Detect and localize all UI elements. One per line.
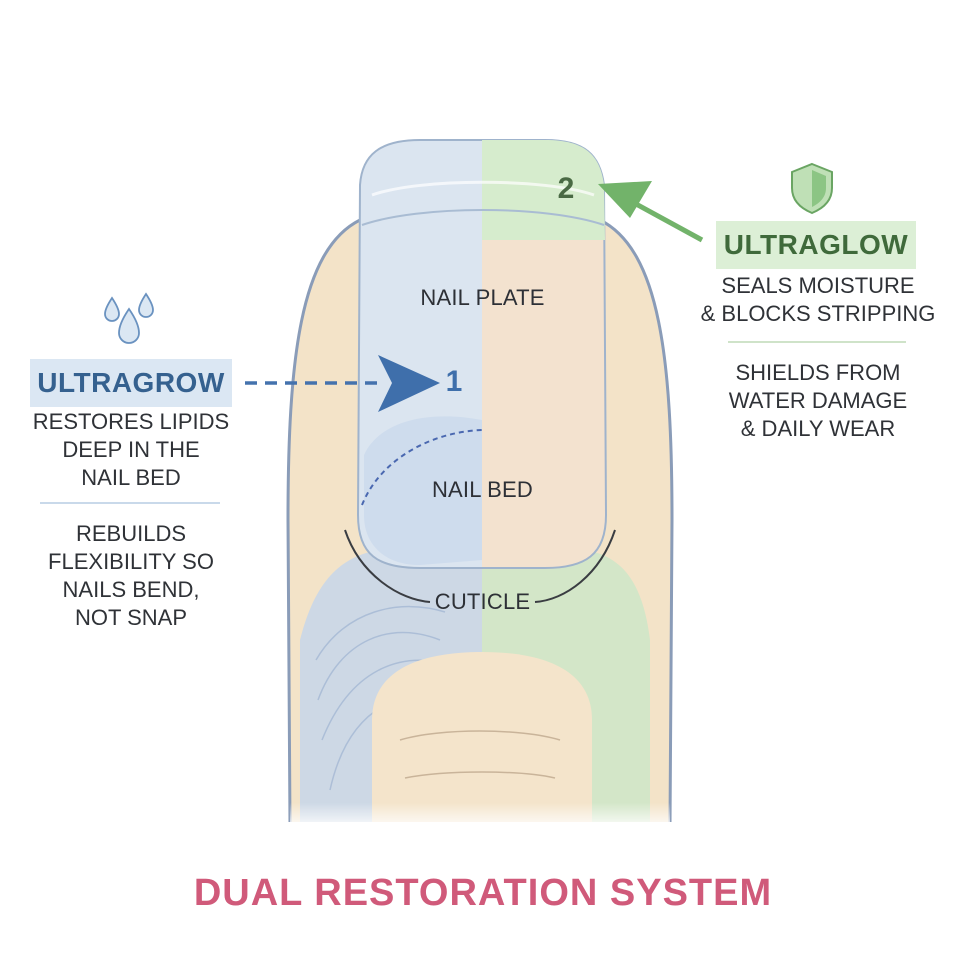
ultragrow-line-5: FLEXIBILITY SO (48, 549, 214, 574)
nail-bed-label: NAIL BED (431, 477, 534, 502)
ultraglow-line-4: WATER DAMAGE (728, 388, 908, 413)
ultragrow-badge: ULTRAGROW (30, 359, 232, 407)
ultragrow-benefit-1: RESTORES LIPIDS DEEP IN THE NAIL BED (22, 408, 240, 492)
cuticle-label: CUTICLE (434, 589, 531, 614)
ultraglow-benefit-1: SEALS MOISTURE & BLOCKS STRIPPING (700, 272, 936, 328)
water-drops-icon (104, 292, 154, 344)
ultragrow-line-6: NAILS BEND, (62, 577, 200, 602)
nail-plate (356, 139, 608, 569)
page-title: DUAL RESTORATION SYSTEM (193, 872, 773, 914)
ultragrow-line-2: DEEP IN THE (62, 437, 200, 462)
shield-icon (791, 162, 833, 215)
marker-2: 2 (557, 172, 575, 205)
ultraglow-arrow (598, 181, 704, 243)
cuticle-line (344, 529, 616, 603)
ultragrow-line-4: REBUILDS (75, 521, 187, 546)
ultraglow-benefit-2: SHIELDS FROM WATER DAMAGE & DAILY WEAR (700, 359, 936, 443)
ultraglow-line-3: SHIELDS FROM (735, 360, 901, 385)
ultraglow-line-2: & BLOCKS STRIPPING (700, 301, 936, 326)
nail-plate-label: NAIL PLATE (420, 285, 545, 310)
ultragrow-line-7: NOT SNAP (74, 605, 188, 630)
ultragrow-benefit-2: REBUILDS FLEXIBILITY SO NAILS BEND, NOT … (22, 520, 240, 632)
ultragrow-arrow (245, 355, 440, 412)
ultragrow-line-1: RESTORES LIPIDS (32, 409, 230, 434)
ultraglow-line-1: SEALS MOISTURE (721, 273, 915, 298)
ultraglow-badge: ULTRAGLOW (716, 221, 916, 269)
marker-1: 1 (445, 365, 463, 398)
ultraglow-line-5: & DAILY WEAR (740, 416, 896, 441)
ultragrow-line-3: NAIL BED (81, 465, 181, 490)
